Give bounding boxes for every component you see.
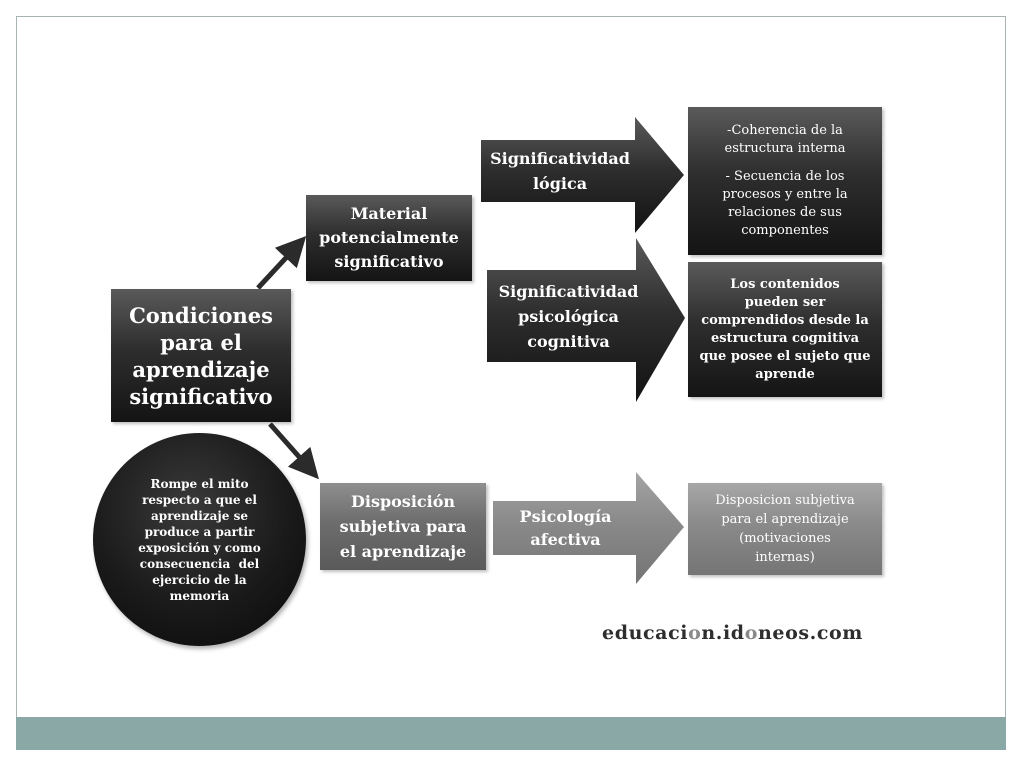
slide-footer-bar — [16, 717, 1006, 750]
psicologica-detail-line: estructura cognitiva — [710, 330, 860, 346]
psicologica-detail-line: comprendidos desde la — [701, 312, 869, 328]
mito-line: respecto a que el — [142, 492, 257, 507]
mito-circle-text: Rompe el mito respecto a que el aprendiz… — [125, 476, 275, 604]
mito-line: consecuencia del — [139, 556, 260, 571]
watermark-part: o — [688, 622, 702, 644]
disposicion-box: Disposición subjetiva para el aprendizaj… — [320, 483, 486, 570]
mito-circle: Rompe el mito respecto a que el aprendiz… — [93, 433, 306, 646]
arrow-shape-logica — [481, 117, 684, 233]
arrow-shape-psicologica — [487, 238, 685, 402]
psicologica-detail-line: Los contenidos — [730, 276, 840, 292]
root-line: para el — [160, 329, 242, 355]
root-box-condiciones: Condiciones para el aprendizaje signific… — [111, 289, 291, 422]
watermark-part: educaci — [602, 622, 689, 644]
logica-arrow-line: lógica — [532, 174, 588, 193]
root-line: significativo — [129, 383, 273, 409]
watermark-part: neos.com — [757, 622, 864, 644]
disposicion-line: Disposición — [350, 492, 456, 511]
logica-detail-box: -Coherencia de la estructura interna - S… — [688, 107, 882, 255]
arrow-label-psicologica: Significatividad psicológica cognitiva — [487, 270, 650, 362]
afectiva-arrow-line: afectiva — [530, 530, 601, 549]
psicologica-arrow-line: psicológica — [518, 306, 619, 326]
watermark-part: o — [744, 622, 758, 644]
material-box: Material potencialmente significativo — [306, 195, 472, 281]
afectiva-arrow-line: Psicología — [519, 507, 612, 526]
psicologica-detail-line: pueden ser — [744, 294, 826, 310]
mito-line: Rompe el mito — [150, 476, 249, 491]
mito-line: memoria — [169, 588, 230, 603]
connector-to-disposicion — [268, 422, 319, 480]
psicologica-detail-line: que posee el sujeto que — [699, 348, 871, 364]
mito-line: aprendizaje se — [151, 508, 248, 523]
root-line: Condiciones — [129, 302, 273, 328]
mito-line: ejercicio de la — [152, 572, 247, 587]
logica-detail-line: - Secuencia de los — [725, 169, 845, 184]
connector-to-material — [256, 235, 307, 290]
site-watermark: educacion.idoneos.com — [602, 622, 863, 644]
arrow-shape-afectiva — [493, 472, 684, 584]
logica-detail-line: procesos y entre la — [722, 187, 848, 202]
mito-line: exposición y como — [138, 540, 261, 555]
material-line: potencialmente — [319, 228, 459, 247]
afectiva-detail-line: internas) — [755, 550, 815, 565]
afectiva-detail-line: (motivaciones — [739, 531, 831, 546]
afectiva-detail-line: Disposicion subjetiva — [715, 493, 855, 508]
disposicion-line: el aprendizaje — [339, 542, 467, 561]
root-line: aprendizaje — [132, 356, 270, 382]
arrow-label-logica: Significatividad lógica — [481, 140, 639, 202]
afectiva-detail-line: para el aprendizaje — [721, 512, 849, 527]
material-line: significativo — [334, 252, 444, 271]
logica-detail-line: estructura interna — [724, 141, 846, 156]
watermark-part: n.id — [701, 622, 745, 644]
psicologica-detail-line: aprende — [755, 366, 815, 382]
psicologica-arrow-line: cognitiva — [527, 331, 610, 351]
logica-detail-line: relaciones de sus — [728, 205, 842, 220]
disposicion-line: subjetiva para — [339, 517, 467, 536]
mito-line: produce a partir — [144, 524, 255, 539]
material-line: Material — [350, 204, 428, 223]
psicologica-detail-box: Los contenidos pueden ser comprendidos d… — [688, 262, 882, 397]
logica-arrow-line: Significatividad — [490, 149, 630, 168]
logica-detail-line: -Coherencia de la — [727, 123, 843, 138]
logica-detail-line: componentes — [741, 223, 829, 238]
afectiva-detail-box: Disposicion subjetiva para el aprendizaj… — [688, 483, 882, 575]
psicologica-arrow-line: Significatividad — [498, 281, 639, 301]
arrow-label-afectiva: Psicología afectiva — [493, 501, 638, 555]
